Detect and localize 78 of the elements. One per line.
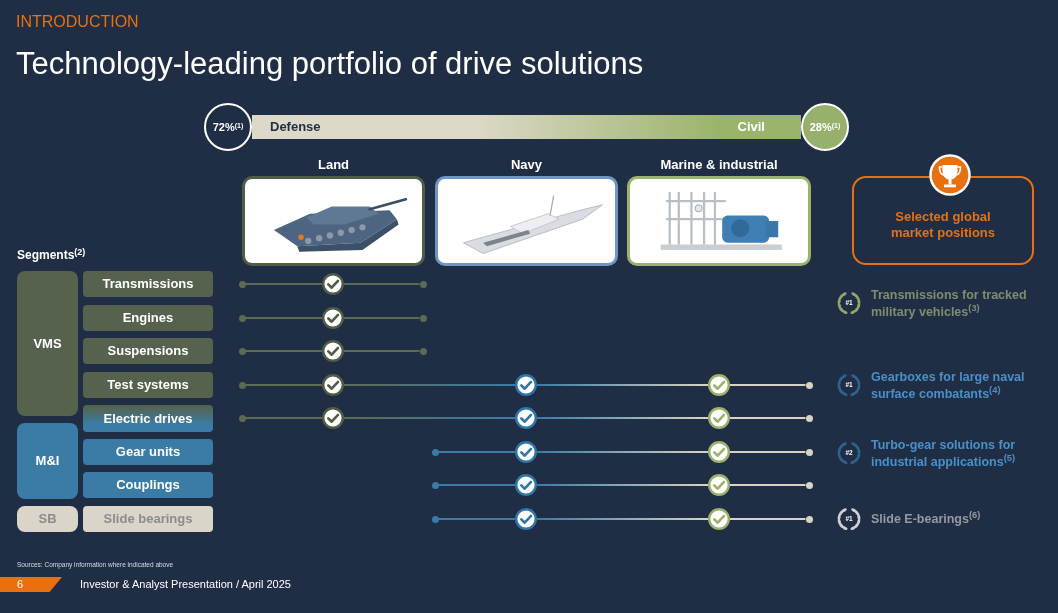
product-label: Gear units [115, 444, 181, 460]
segment-box [17, 423, 78, 499]
check-circle-icon [515, 441, 537, 463]
connector-line [729, 518, 807, 520]
check-circle-icon [708, 441, 730, 463]
connector-line [536, 384, 709, 386]
connector-line [437, 484, 516, 486]
check-circle-icon [708, 508, 730, 530]
connector-line [729, 384, 807, 386]
check-circle-icon [515, 508, 537, 530]
product-box [83, 405, 213, 432]
check-circle-icon [322, 340, 344, 362]
segment-label: SB [38, 511, 57, 527]
connector-line [343, 384, 516, 386]
connector-line [437, 451, 516, 453]
section-kicker: INTRODUCTION [16, 12, 139, 32]
column-heading: Marine & industrial [659, 156, 779, 173]
check-circle-icon [322, 307, 344, 329]
column-heading: Navy [509, 156, 544, 173]
check-circle-icon [322, 407, 344, 429]
check-circle-icon [708, 407, 730, 429]
connector-line [244, 417, 323, 419]
market-position-text: Gearboxes for large naval surface combatants$^{(4)}$ [871, 369, 1026, 403]
check-circle-icon [322, 374, 344, 396]
product-box [83, 439, 213, 465]
connector-line [536, 484, 709, 486]
connector-line [244, 384, 323, 386]
product-label: Slide bearings [103, 511, 193, 527]
percentage-label: 72%$^{(1)}$ [212, 120, 244, 134]
connector-line [244, 317, 323, 319]
check-circle-icon [515, 474, 537, 496]
connector-line [437, 518, 516, 520]
connector-line [729, 484, 807, 486]
connector-line [729, 417, 807, 419]
page-number: 6 [0, 577, 62, 592]
market-position-text: Turbo-gear solutions for industrial applications$^{(5)}$ [871, 437, 1017, 471]
check-circle-icon [322, 273, 344, 295]
connector-line [343, 417, 516, 419]
segment-box [17, 506, 78, 532]
segments-heading: Segments$^{(2)}$ [17, 248, 86, 263]
connector-line [343, 317, 421, 319]
connector-line [343, 350, 421, 352]
segment-label: VMS [33, 335, 62, 352]
product-box [83, 338, 213, 364]
product-box [83, 372, 213, 398]
footer-text: Investor & Analyst Presentation / April 2025 [80, 577, 291, 592]
market-position-text: Slide E-bearings$^{(6)}$ [871, 511, 982, 528]
check-circle-icon [708, 374, 730, 396]
column-heading: Land [316, 156, 351, 173]
product-label: Transmissions [102, 276, 194, 292]
product-label: Engines [122, 310, 174, 326]
connector-line [343, 283, 421, 285]
bar-label: Defense [270, 119, 321, 135]
check-circle-icon [515, 374, 537, 396]
highlight-text: Selected global market positions [890, 208, 996, 241]
check-circle-icon [515, 407, 537, 429]
connector-line [244, 350, 323, 352]
segment-label: M&I [35, 453, 60, 469]
connector-line [729, 451, 807, 453]
product-box [83, 271, 213, 297]
product-label: Couplings [116, 477, 180, 493]
connector-line [536, 518, 709, 520]
connector-line [536, 451, 709, 453]
product-box [83, 506, 213, 532]
check-circle-icon [708, 474, 730, 496]
product-box [83, 472, 213, 498]
percentage-label: 28%$^{(1)}$ [809, 120, 841, 134]
product-label: Suspensions [107, 343, 189, 359]
connector-line [536, 417, 709, 419]
bar-label: Civil [737, 119, 765, 135]
segment-box [17, 271, 78, 416]
product-label: Test systems [107, 377, 189, 393]
connector-line [244, 283, 323, 285]
market-position-text: Transmissions for tracked military vehicles$^{(3)}$ [871, 287, 1028, 321]
product-label: Electric drives [103, 410, 193, 427]
product-box [83, 305, 213, 331]
page-title: Technology-leading portfolio of drive solutions [16, 45, 644, 83]
split-bar [252, 115, 801, 139]
